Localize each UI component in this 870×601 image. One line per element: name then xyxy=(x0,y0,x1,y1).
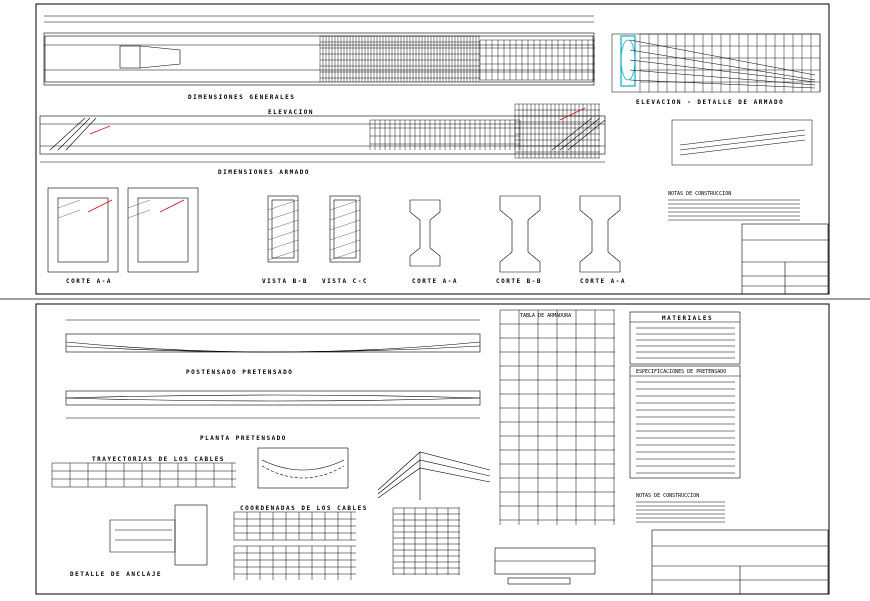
rebar-mesh-mid xyxy=(369,103,600,159)
notes-lines-top xyxy=(668,199,800,221)
tabla-tiempo xyxy=(392,507,460,575)
label-corte-a-a2: CORTE A-A xyxy=(412,278,458,285)
label-trayectorias: TRAYECTORIAS DE LOS CABLES xyxy=(92,456,225,463)
beam-elevation-top xyxy=(43,15,595,86)
label-corte-bb: CORTE B-B xyxy=(496,278,542,285)
label-armado: DIMENSIONES ARMADO xyxy=(218,169,310,176)
tabla-armadura xyxy=(499,309,615,525)
red-leaders xyxy=(87,107,586,213)
label-corte-aa: CORTE A-A xyxy=(66,278,112,285)
beam-elevation-second xyxy=(39,115,606,163)
label-coordenadas: COORDENADAS DE LOS CABLES xyxy=(240,505,368,512)
label-corte-aa3: CORTE A-A xyxy=(580,278,626,285)
notes-lines-bottom xyxy=(636,501,725,523)
tendon-plan xyxy=(65,390,481,419)
label-materiales: MATERIALES xyxy=(662,315,713,322)
especificaciones-box xyxy=(629,365,741,479)
label-planta: PLANTA PRETENSADO xyxy=(200,435,287,442)
small-elevation xyxy=(671,119,813,166)
sheet-top-border xyxy=(35,3,830,295)
title-block-top xyxy=(741,223,829,295)
sheet-bottom-border xyxy=(35,303,830,595)
hatch-sections xyxy=(57,199,361,261)
label-notas-top: NOTAS DE CONSTRUCCION xyxy=(668,191,731,197)
detalle-anclaje-drawing xyxy=(109,504,208,566)
label-elevacion: ELEVACION xyxy=(268,109,314,116)
tabla-coordenadas xyxy=(233,511,356,580)
detalle-tendon xyxy=(494,547,596,585)
material-lines xyxy=(636,327,735,474)
label-elev-detail: ELEVACION - DETALLE DE ARMADO xyxy=(636,99,784,106)
title-block-bottom xyxy=(651,529,829,595)
rebar-mesh-right xyxy=(639,33,821,92)
label-especificaciones: ESPECIFICACIONES DE PRETENSADO xyxy=(636,369,726,375)
label-detalle-anclaje: DETALLE DE ANCLAJE xyxy=(70,571,162,578)
end-elevation-top xyxy=(611,33,821,93)
rebar-mesh-top xyxy=(319,35,595,82)
label-dimensiones: DIMENSIONES GENERALES xyxy=(188,94,295,101)
label-vista-cc: VISTA C-C xyxy=(322,278,368,285)
tabla-trayectorias xyxy=(51,462,236,488)
materiales-box xyxy=(629,311,741,365)
cross-sections xyxy=(47,187,621,273)
label-vista-bb: VISTA B-B xyxy=(262,278,308,285)
cyan-highlight xyxy=(620,35,636,87)
tendon-elevation xyxy=(65,319,481,353)
label-postensado: POSTENSADO PRETENSADO xyxy=(186,369,293,376)
label-notas-bottom: NOTAS DE CONSTRUCCION xyxy=(636,493,699,499)
label-tabla-armadura: TABLA DE ARMADURA xyxy=(520,313,571,319)
perfil-cables xyxy=(377,451,491,500)
cable-curve xyxy=(257,447,349,489)
